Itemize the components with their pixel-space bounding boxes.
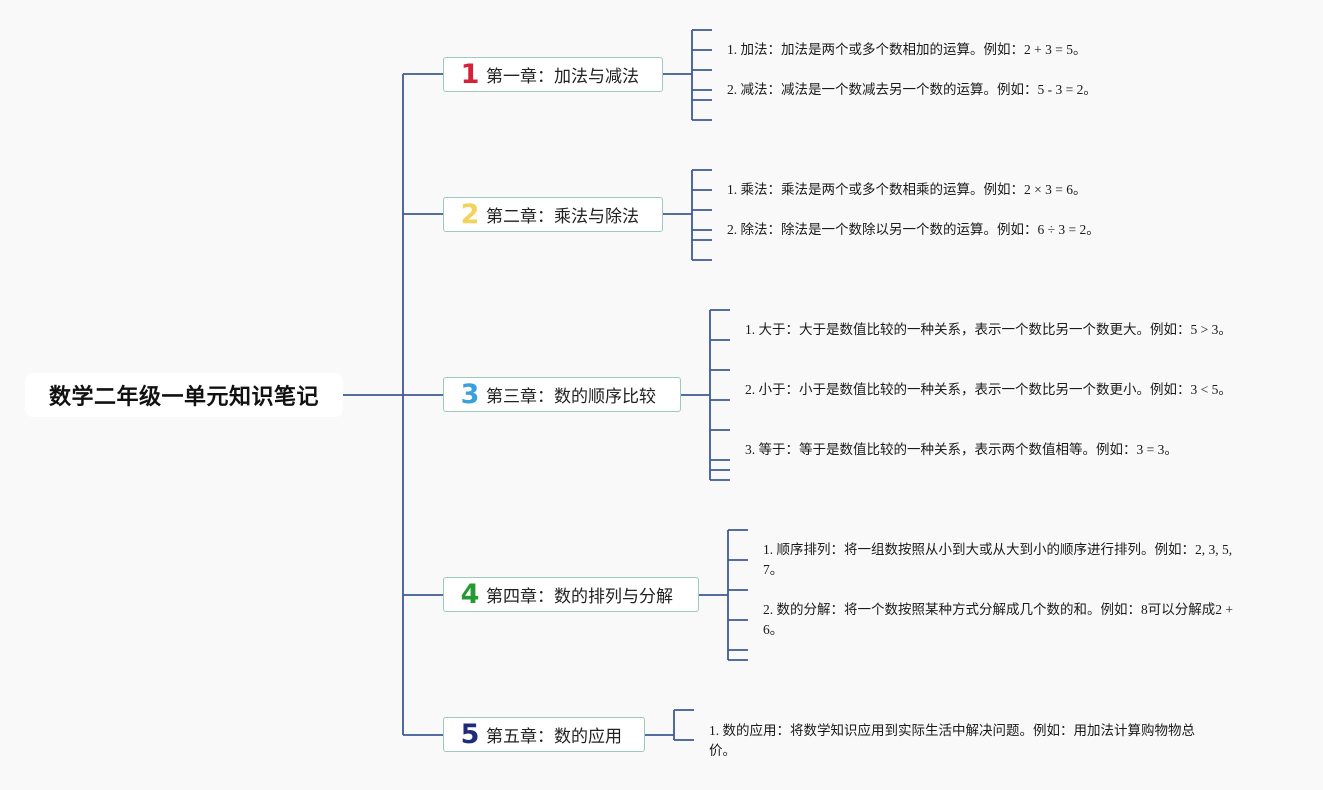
chapter-4-number: 4 [460, 579, 480, 610]
chapter-4-label: 第四章：数的排列与分解 [486, 587, 673, 607]
chapter-5-number: 5 [460, 719, 480, 750]
chapter-3-label: 第三章：数的顺序比较 [486, 387, 656, 407]
chapter-2-note-1[interactable]: 1. 乘法：乘法是两个或多个数相乘的运算。例如：2 × 3 = 6。 [727, 182, 1087, 197]
chapter-4-note-1[interactable]: 1. 顺序排列：将一组数按照从小到大或从大到小的顺序进行排列。例如：2, 3, … [763, 542, 1233, 577]
chapter-2-note-2[interactable]: 2. 除法：除法是一个数除以另一个数的运算。例如：6 ÷ 3 = 2。 [727, 222, 1100, 237]
chapter-3-note-3[interactable]: 3. 等于：等于是数值比较的一种关系，表示两个数值相等。例如：3 = 3。 [745, 442, 1178, 457]
chapter-5-note-1[interactable]: 1. 数的应用：将数学知识应用到实际生活中解决问题。例如：用加法计算购物物总价。 [709, 723, 1195, 758]
chapter-4-node[interactable]: 4 第四章：数的排列与分解 [443, 577, 699, 612]
chapter-2-label: 第二章：乘法与除法 [486, 207, 639, 227]
chapter-1-number: 1 [460, 59, 480, 90]
chapter-1-note-2[interactable]: 2. 减法：减法是一个数减去另一个数的运算。例如：5 - 3 = 2。 [727, 82, 1097, 97]
root-topic[interactable]: 数学二年级一单元知识笔记 [25, 373, 343, 417]
chapter-1-note-1[interactable]: 1. 加法：加法是两个或多个数相加的运算。例如：2 + 3 = 5。 [727, 42, 1087, 57]
chapter-3-note-2[interactable]: 2. 小于：小于是数值比较的一种关系，表示一个数比另一个数更小。例如：3 < 5… [745, 382, 1232, 397]
chapter-2-number: 2 [460, 199, 480, 230]
chapter-1-label: 第一章：加法与减法 [486, 67, 639, 87]
chapter-1-node[interactable]: 1 第一章：加法与减法 [443, 57, 663, 92]
chapter-3-number: 3 [460, 379, 480, 410]
chapter-2-node[interactable]: 2 第二章：乘法与除法 [443, 197, 663, 232]
chapter-4-note-2[interactable]: 2. 数的分解：将一个数按照某种方式分解成几个数的和。例如：8可以分解成2 + … [763, 602, 1233, 637]
chapter-3-node[interactable]: 3 第三章：数的顺序比较 [443, 377, 681, 412]
chapter-5-node[interactable]: 5 第五章：数的应用 [443, 717, 645, 752]
chapter-3-note-1[interactable]: 1. 大于：大于是数值比较的一种关系，表示一个数比另一个数更大。例如：5 > 3… [745, 322, 1232, 337]
chapter-5-label: 第五章：数的应用 [486, 727, 622, 747]
